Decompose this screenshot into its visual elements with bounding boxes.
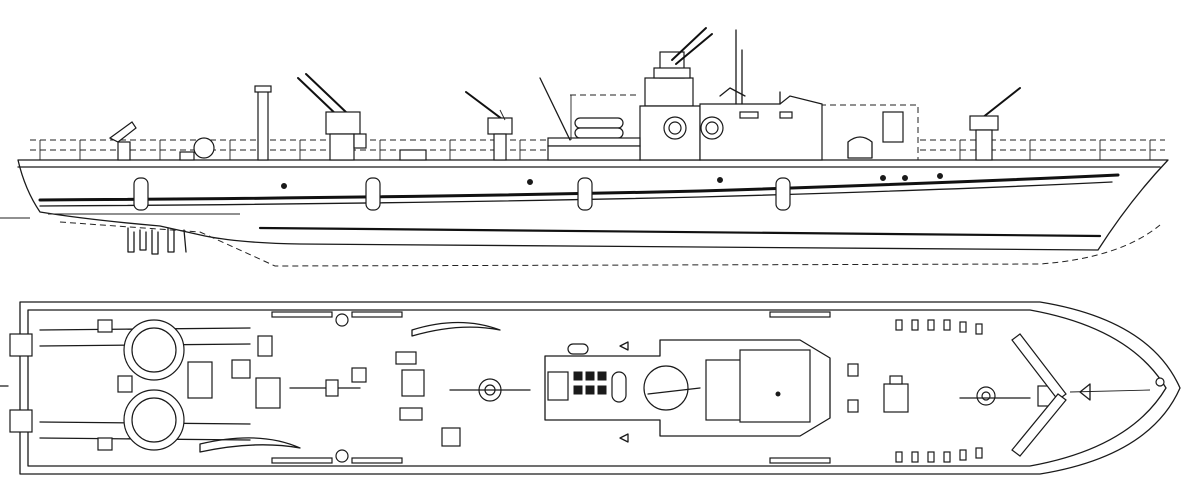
rubbing-strake — [38, 173, 1120, 202]
stanchions — [39, 140, 1151, 160]
coaming-upper — [411, 321, 501, 337]
bow-gun-mount — [969, 87, 1021, 161]
waterline — [258, 226, 1102, 238]
bridge-plan — [544, 339, 831, 443]
midship-equipment — [289, 351, 531, 447]
deck-hull-outline — [19, 301, 1181, 475]
deck-rail-segments — [271, 311, 831, 464]
side-profile-view — [0, 27, 1169, 267]
aft-mast — [254, 77, 571, 161]
deck-plan-view — [0, 301, 1181, 475]
hull-outline — [17, 159, 1169, 251]
rubbing-strake-lower — [39, 181, 1113, 207]
scuttles — [281, 173, 943, 189]
bow-plan-details — [847, 363, 1165, 413]
aft-aa-mount — [297, 73, 367, 161]
rudders — [127, 227, 187, 255]
bow-breakwater — [1011, 333, 1091, 457]
stern-equipment — [108, 121, 427, 161]
underwater-hull-dashed — [59, 221, 1161, 267]
midship-gun-mount — [465, 91, 513, 161]
deck-inner-outline — [27, 309, 1167, 467]
bridge-superstructure — [547, 29, 904, 161]
bridge-hatch-grid — [573, 371, 607, 395]
stern-plan-details — [0, 319, 281, 451]
bridge-gun-mount — [653, 27, 713, 79]
bow-rail-chocks — [895, 319, 983, 463]
coaming-lower — [199, 437, 301, 453]
hull-ports — [133, 177, 791, 211]
